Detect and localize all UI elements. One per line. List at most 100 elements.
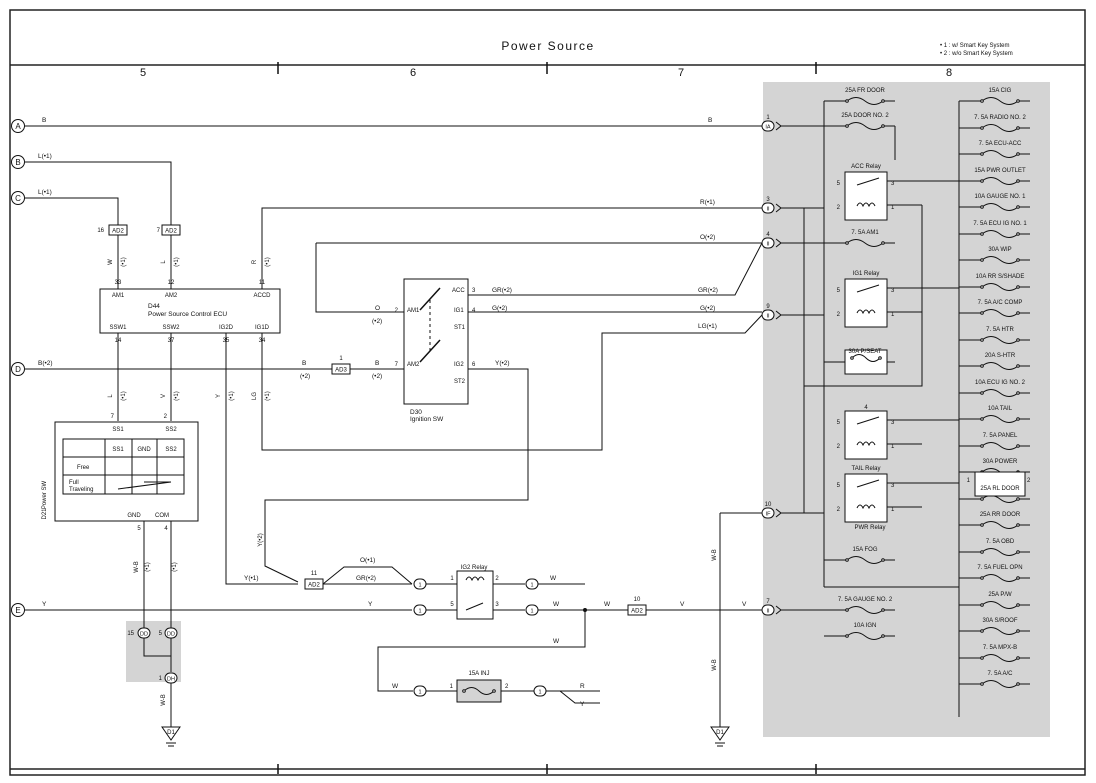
junction-block-area <box>763 82 1050 737</box>
fuse-terminal <box>845 558 849 562</box>
relay-pin-number: 1 <box>891 312 895 318</box>
jb-fuse-right-1 <box>981 124 1019 132</box>
connector-code: 1 <box>418 608 421 614</box>
jb-fuse-left-4 <box>846 556 884 564</box>
fuse-terminal <box>980 179 984 183</box>
fuse-terminal <box>1016 497 1020 501</box>
jb-pin-number: 10 <box>765 502 772 508</box>
junction-dot <box>583 608 587 612</box>
relay-coil <box>856 202 876 208</box>
connector-code: II <box>766 206 770 212</box>
jb-fuse-right-3 <box>981 177 1019 185</box>
fuse-terminal <box>980 682 984 686</box>
wire-label: G(•2) <box>492 305 507 312</box>
ign-pin: IG2 <box>454 362 464 368</box>
fuse-terminal <box>1016 126 1020 130</box>
ig2-relay <box>456 570 494 620</box>
fuse-terminal <box>980 417 984 421</box>
ecu-pin-label: AM2 <box>165 293 178 299</box>
wire-label: (•1) <box>172 562 178 571</box>
jb-arrow <box>775 238 782 248</box>
relay-pin-number: 5 <box>837 181 841 187</box>
jb-fuse-right-0 <box>981 97 1019 105</box>
wire-accd <box>261 207 762 289</box>
relay-pin-number: 3 <box>891 420 895 426</box>
fuse-terminal <box>845 241 849 245</box>
wire-label: W <box>392 683 399 690</box>
relay-pin <box>525 578 539 590</box>
note-1: • 1 : w/ Smart Key System <box>940 43 1009 49</box>
wire-label: W <box>553 638 560 645</box>
fuse-terminal <box>980 311 984 315</box>
wire-label: W <box>108 259 114 265</box>
jb-fuse-right-19 <box>981 601 1019 609</box>
wire-label: B(•2) <box>38 360 53 367</box>
acc-relay <box>844 171 888 221</box>
wire <box>322 566 413 585</box>
wire-label: (•1) <box>121 391 127 400</box>
fuse-terminal <box>980 258 984 262</box>
relay-pin <box>525 604 539 616</box>
jb-fuse-left-1 <box>846 122 884 130</box>
connector-number: 7 <box>157 228 161 234</box>
connector-code: II <box>766 313 770 319</box>
relay-pin-number: 2 <box>837 444 841 450</box>
jb-relay-label: IG1 Relay <box>853 271 880 277</box>
fuse-terminal <box>845 99 849 103</box>
jb-fuse-label: 7. 5A PANEL <box>983 433 1018 439</box>
ecu-pin-number: 33 <box>115 280 122 286</box>
connector-code: 1 <box>530 582 533 588</box>
psw-header: SS2 <box>165 447 177 453</box>
connector-code: AD2 <box>631 609 643 615</box>
wire-label: V <box>680 601 685 608</box>
wire-label: Y <box>42 601 47 608</box>
psw-pin: COM <box>155 513 169 519</box>
jb-pin-10 <box>761 507 775 519</box>
jb-pin-number: 7 <box>766 599 770 605</box>
fuse-terminal <box>980 205 984 209</box>
wire-label: Y(•2) <box>495 360 510 367</box>
ecu-pin-label: SSW2 <box>162 325 180 331</box>
terminal-d <box>11 362 25 376</box>
fuse-terminal <box>980 152 984 156</box>
wire <box>559 690 600 704</box>
relay-pin <box>413 604 427 616</box>
column-number: 8 <box>946 67 952 79</box>
fuse-terminal <box>845 634 849 638</box>
relay-pin-number: 3 <box>891 483 895 489</box>
fuse-terminal <box>980 603 984 607</box>
ground-label: D1 <box>716 730 724 736</box>
jb-fuse-right-16 <box>981 521 1019 529</box>
fuse-terminal <box>980 656 984 660</box>
relay-pin-number: 2 <box>837 205 841 211</box>
relay-coil <box>856 309 876 315</box>
connector-number: 1 <box>159 676 163 682</box>
fuse-terminal <box>881 634 885 638</box>
connector-number: 11 <box>311 571 318 577</box>
jb-fuse-right-17 <box>981 548 1019 556</box>
fuse-terminal <box>980 126 984 130</box>
jb-fuse-label: 7. 5A A/C COMP <box>978 300 1023 306</box>
note-2: • 2 : w/o Smart Key System <box>940 51 1013 57</box>
terminal-b <box>11 155 25 169</box>
relay-pin-number: 1 <box>450 576 454 582</box>
connector-number: 16 <box>97 228 104 234</box>
psw-pin-number: 2 <box>164 414 168 420</box>
relay-pin-number: 5 <box>837 420 841 426</box>
connector-ad2-16 <box>108 224 128 236</box>
wire-label: L <box>108 394 114 398</box>
fuse-terminal <box>980 497 984 501</box>
fuse-terminal <box>1016 179 1020 183</box>
fuse-terminal <box>462 689 466 693</box>
wire-label: (•1) <box>174 391 180 400</box>
jb-fuse-left-0 <box>846 97 884 105</box>
jb-fuse-label: 7. 5A ECU IG NO. 1 <box>973 221 1027 227</box>
wire-label: B <box>375 360 379 367</box>
wire-label: (•1) <box>265 257 271 266</box>
wire-label: B <box>708 117 712 124</box>
jb-fuse-right-21 <box>981 654 1019 662</box>
connector-code: AD3 <box>335 368 347 374</box>
ground-symbol <box>710 726 730 741</box>
relay-pin-number: 1 <box>891 205 895 211</box>
connector-code: DH <box>167 676 175 682</box>
